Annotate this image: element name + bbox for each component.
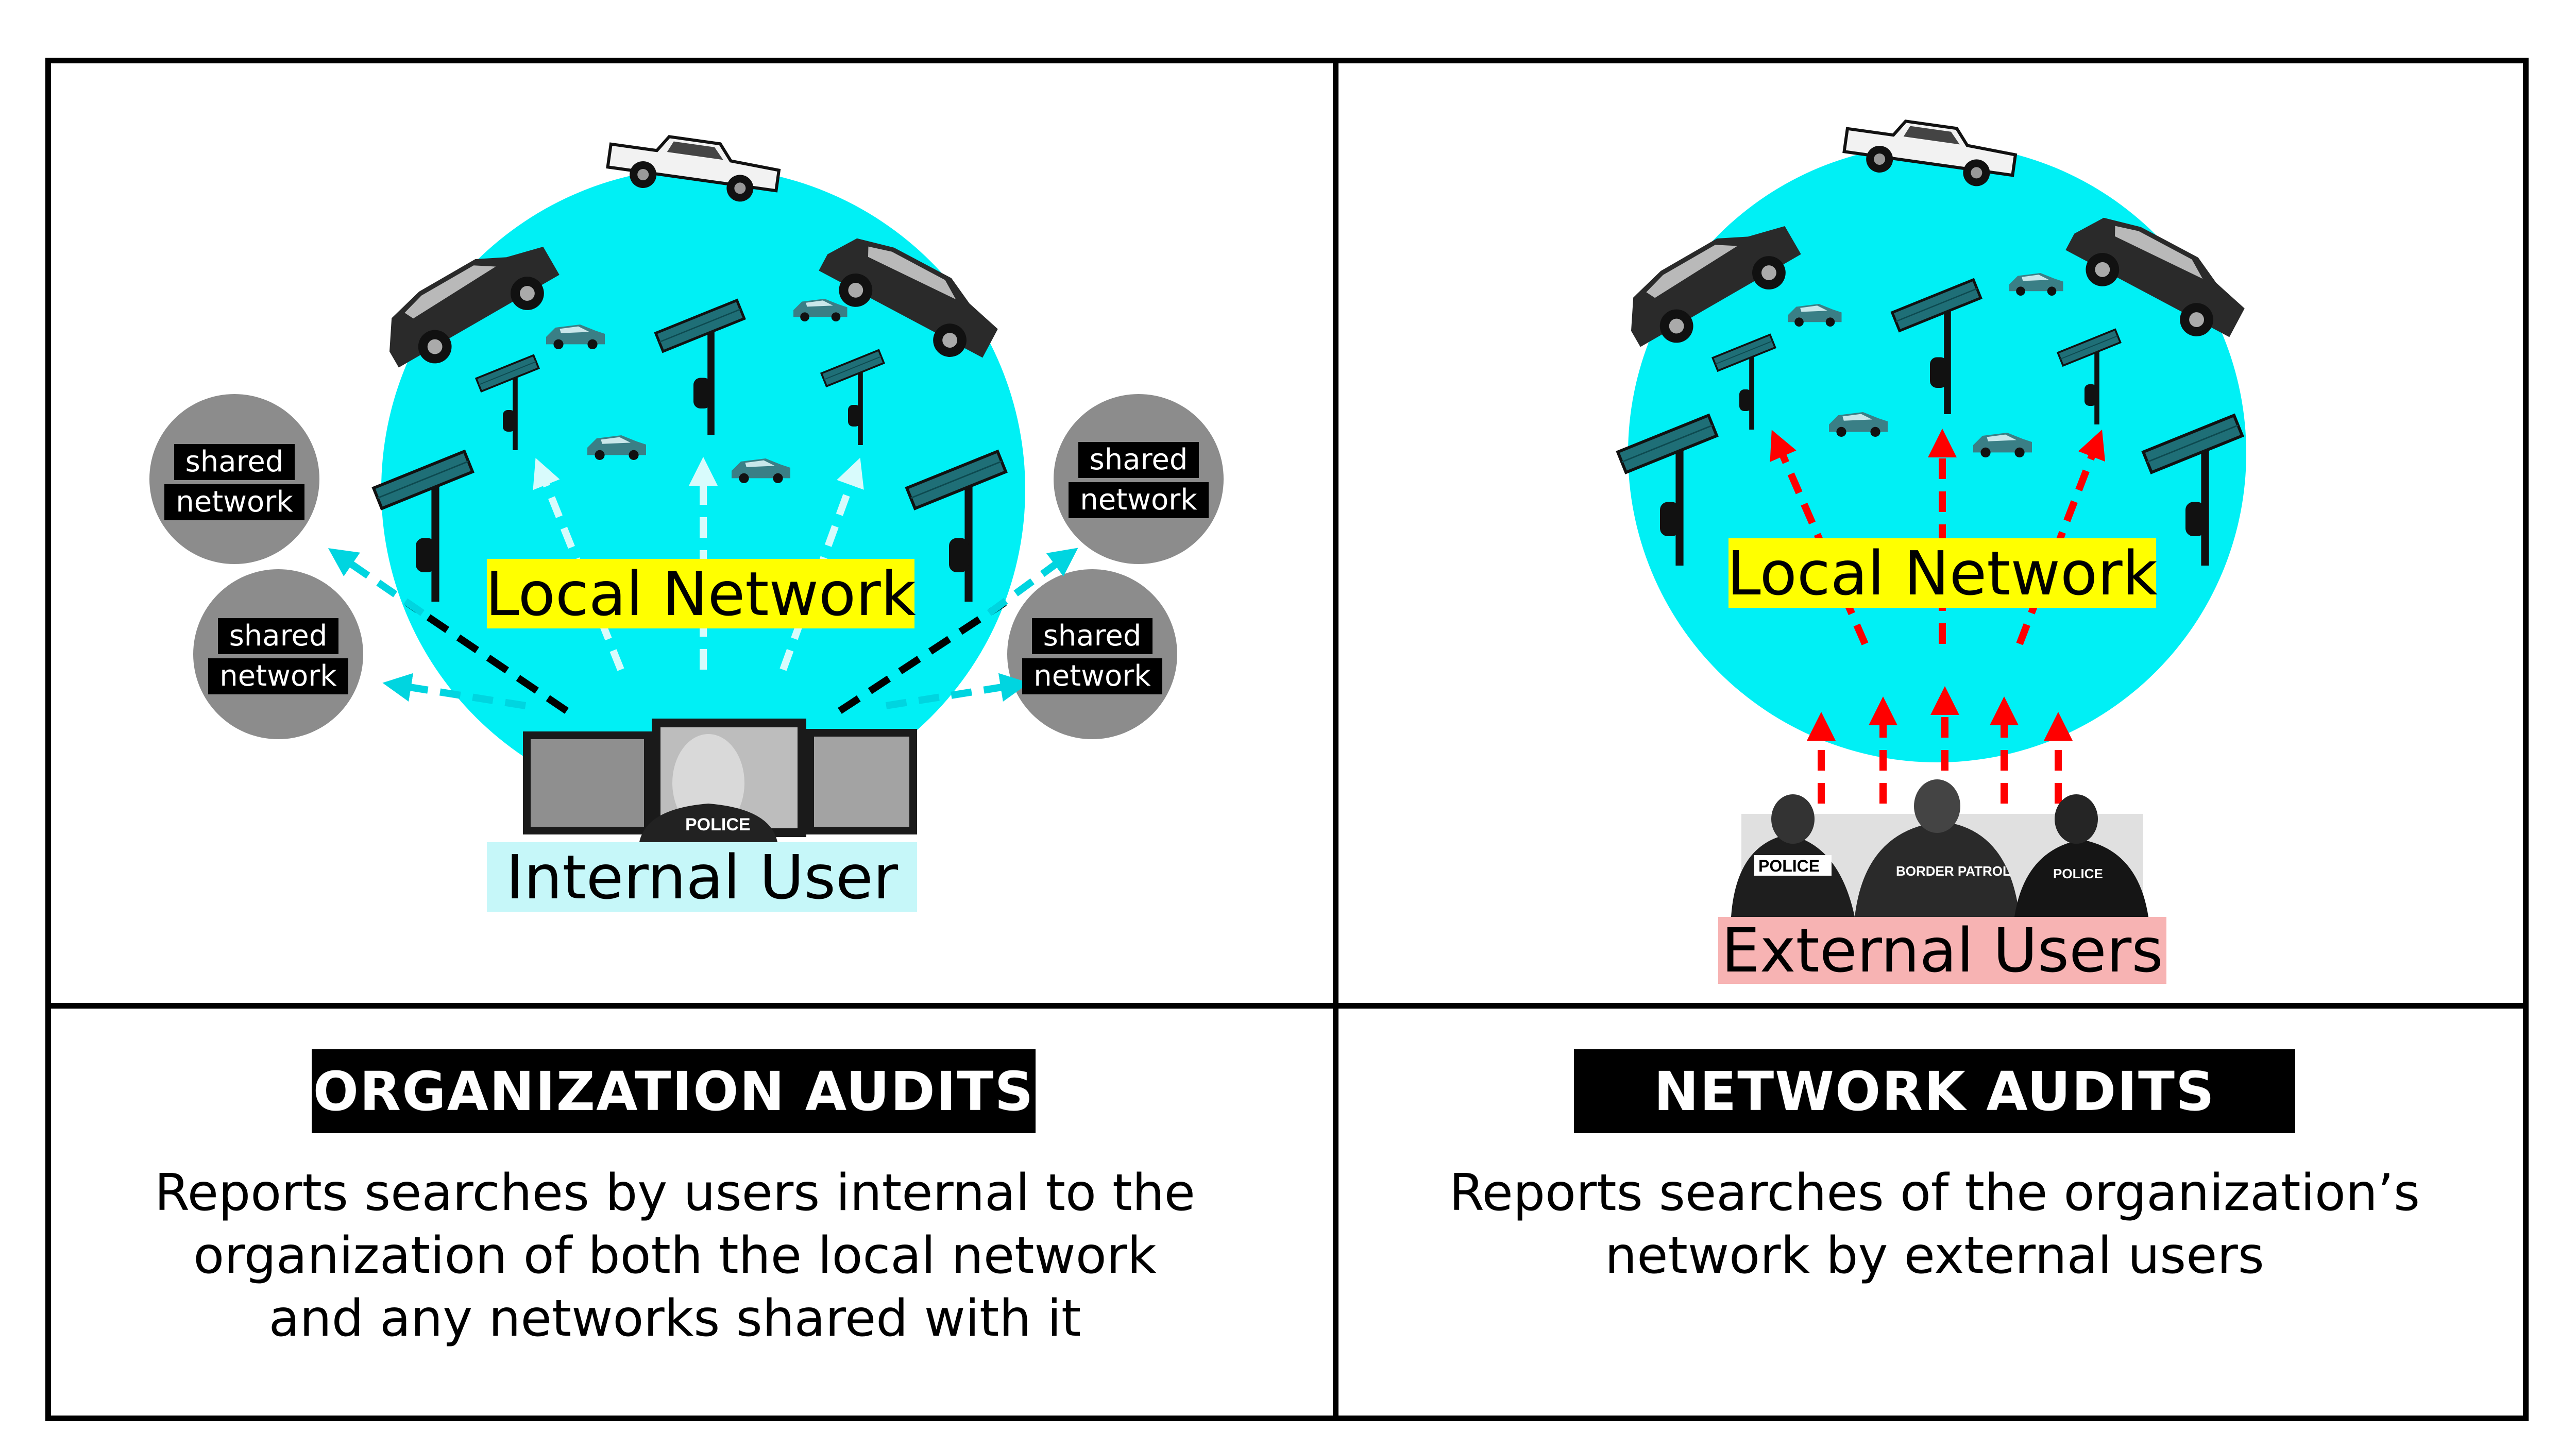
vertical-divider [1333,58,1338,1421]
shared-network-label: shared network [1012,618,1172,694]
internal-user-photo: POLICE [523,719,917,845]
internal-user-label: Internal User [487,842,917,913]
shared-search-arrows [328,548,1078,709]
organization-audits-description: Reports searches by users internal to th… [52,1162,1298,1350]
description-line: Reports searches of the organization’s [1449,1164,2420,1222]
description-line: Reports searches by users internal to th… [155,1164,1195,1222]
shared-link-lines [405,600,1007,714]
organization-audits-title: ORGANIZATION AUDITS [312,1049,1036,1133]
shared-network-line1: shared [1031,618,1153,654]
right-diagram: POLICE BORDER PATROL POLICE [1613,113,2256,917]
description-line: and any networks shared with it [268,1289,1081,1348]
shared-network-line1: shared [1078,442,1199,478]
shared-network-line2: network [208,658,348,694]
network-audits-title: NETWORK AUDITS [1574,1049,2295,1133]
description-line: organization of both the local network [193,1226,1157,1285]
local-network-label: Local Network [1726,537,2158,609]
diagram-frame [45,58,2529,1421]
external-users-photo: POLICE BORDER PATROL POLICE [1731,779,2148,917]
local-network-label: Local Network [485,558,917,629]
shared-network-circle [1007,569,1177,739]
shared-network-circle [193,569,363,739]
police-patch-text: POLICE [1758,857,1820,875]
shared-network-line1: shared [174,444,295,480]
police-patch-text: POLICE [2053,866,2103,881]
shared-network-label: shared network [198,618,358,694]
shared-network-line1: shared [217,618,339,654]
description-line: network by external users [1605,1226,2264,1285]
shared-network-circle [1054,394,1224,564]
network-audits-description: Reports searches of the organization’s n… [1345,1162,2524,1287]
external-users-label: External Users [1718,915,2166,986]
left-diagram: POLICE [149,129,1224,845]
shared-network-line2: network [164,484,304,520]
shared-network-line2: network [1022,658,1162,694]
police-patch-text: POLICE [685,815,751,834]
shared-network-line2: network [1069,482,1209,518]
shared-network-label: shared network [1059,442,1218,518]
border-patrol-patch-text: BORDER PATROL [1896,863,2011,879]
horizontal-divider [45,1003,2529,1009]
shared-network-label: shared network [155,444,314,520]
